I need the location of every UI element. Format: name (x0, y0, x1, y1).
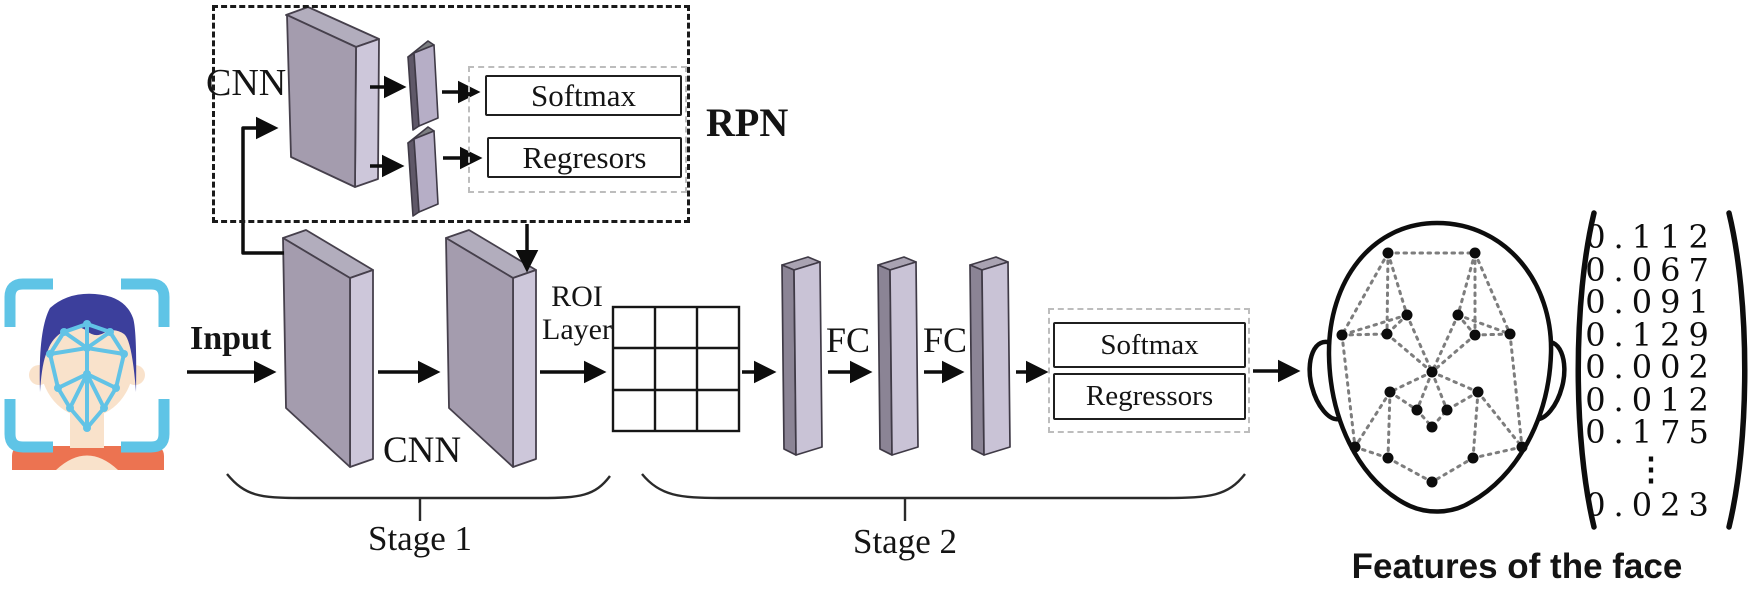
vector-value: 0.012 (1585, 380, 1717, 419)
face-scan-icon (4, 278, 170, 470)
rpn-anchor-block-1 (407, 40, 439, 131)
stage2-softmax-label: Softmax (1100, 328, 1199, 361)
vector-value: 0.129 (1585, 315, 1717, 354)
vector-parentheses (1575, 210, 1748, 530)
stage1-brace (226, 473, 611, 521)
rpn-dashed-box (212, 5, 690, 223)
flow-arrows (187, 75, 1301, 384)
arrow-shared-features-to-rpn (241, 116, 284, 255)
rpn-regressor-label: Regresors (522, 139, 647, 175)
roi-grid (611, 305, 741, 433)
rpn-softmax-label: Softmax (530, 77, 637, 113)
vector-value: 0.112 (1585, 218, 1717, 256)
rpn-heads-dashed-box (468, 66, 687, 193)
rpn-anchor-block-2 (407, 126, 439, 217)
roi-layer-label-line1: ROI (551, 280, 603, 313)
features-caption: Features of the face (1351, 547, 1683, 586)
feature-vector: 0.112 0.067 0.091 0.129 0.002 0.012 0.17… (1583, 221, 1719, 521)
stage1-cnn-label: CNN (383, 430, 462, 471)
stage2-regressor-label: Regressors (1085, 380, 1214, 412)
hair-shape (39, 293, 137, 392)
vector-value: 0.002 (1585, 348, 1717, 386)
stage2-caption: Stage 2 (852, 522, 957, 561)
roi-layer-label-line2: Layer (542, 313, 612, 346)
fc-block-3 (969, 256, 1011, 456)
vector-ellipsis: ⋮ (1635, 449, 1667, 488)
vector-value: 0.067 (1585, 250, 1717, 289)
fc-label-1: FC (826, 320, 871, 360)
input-label: Input (190, 320, 272, 357)
rpn-regressor-box: Regresors (487, 137, 682, 178)
stage2-heads-dashed-box (1048, 308, 1250, 433)
fc-label-2: FC (923, 320, 968, 360)
fc-block-2 (877, 256, 919, 456)
face-mesh-cyan-dots (46, 320, 128, 432)
roi-layer-label: ROI Layer (534, 280, 620, 346)
rpn-conv-block (285, 6, 380, 188)
vector-value: 0.175 (1585, 413, 1717, 451)
stage2-softmax-box: Softmax (1053, 322, 1246, 368)
landmark-dots (1336, 247, 1528, 488)
vector-value: 0.023 (1585, 485, 1717, 524)
rpn-cnn-label: CNN (206, 62, 287, 104)
stage2-regressor-box: Regressors (1053, 373, 1246, 420)
face-landmarks-icon (1307, 220, 1567, 514)
stage1-conv-block-2 (445, 229, 537, 468)
stage1-caption: Stage 1 (367, 519, 472, 558)
fc-block-1 (781, 256, 823, 456)
rpn-softmax-box: Softmax (485, 75, 682, 116)
stage2-brace (641, 473, 1246, 521)
vector-value: 0.091 (1585, 283, 1717, 321)
head-outline (1326, 220, 1554, 514)
rpn-title: RPN (706, 100, 789, 145)
stage1-conv-block-1 (282, 229, 374, 468)
viewfinder-brackets-icon (4, 278, 170, 453)
neckline-shape (56, 455, 118, 470)
